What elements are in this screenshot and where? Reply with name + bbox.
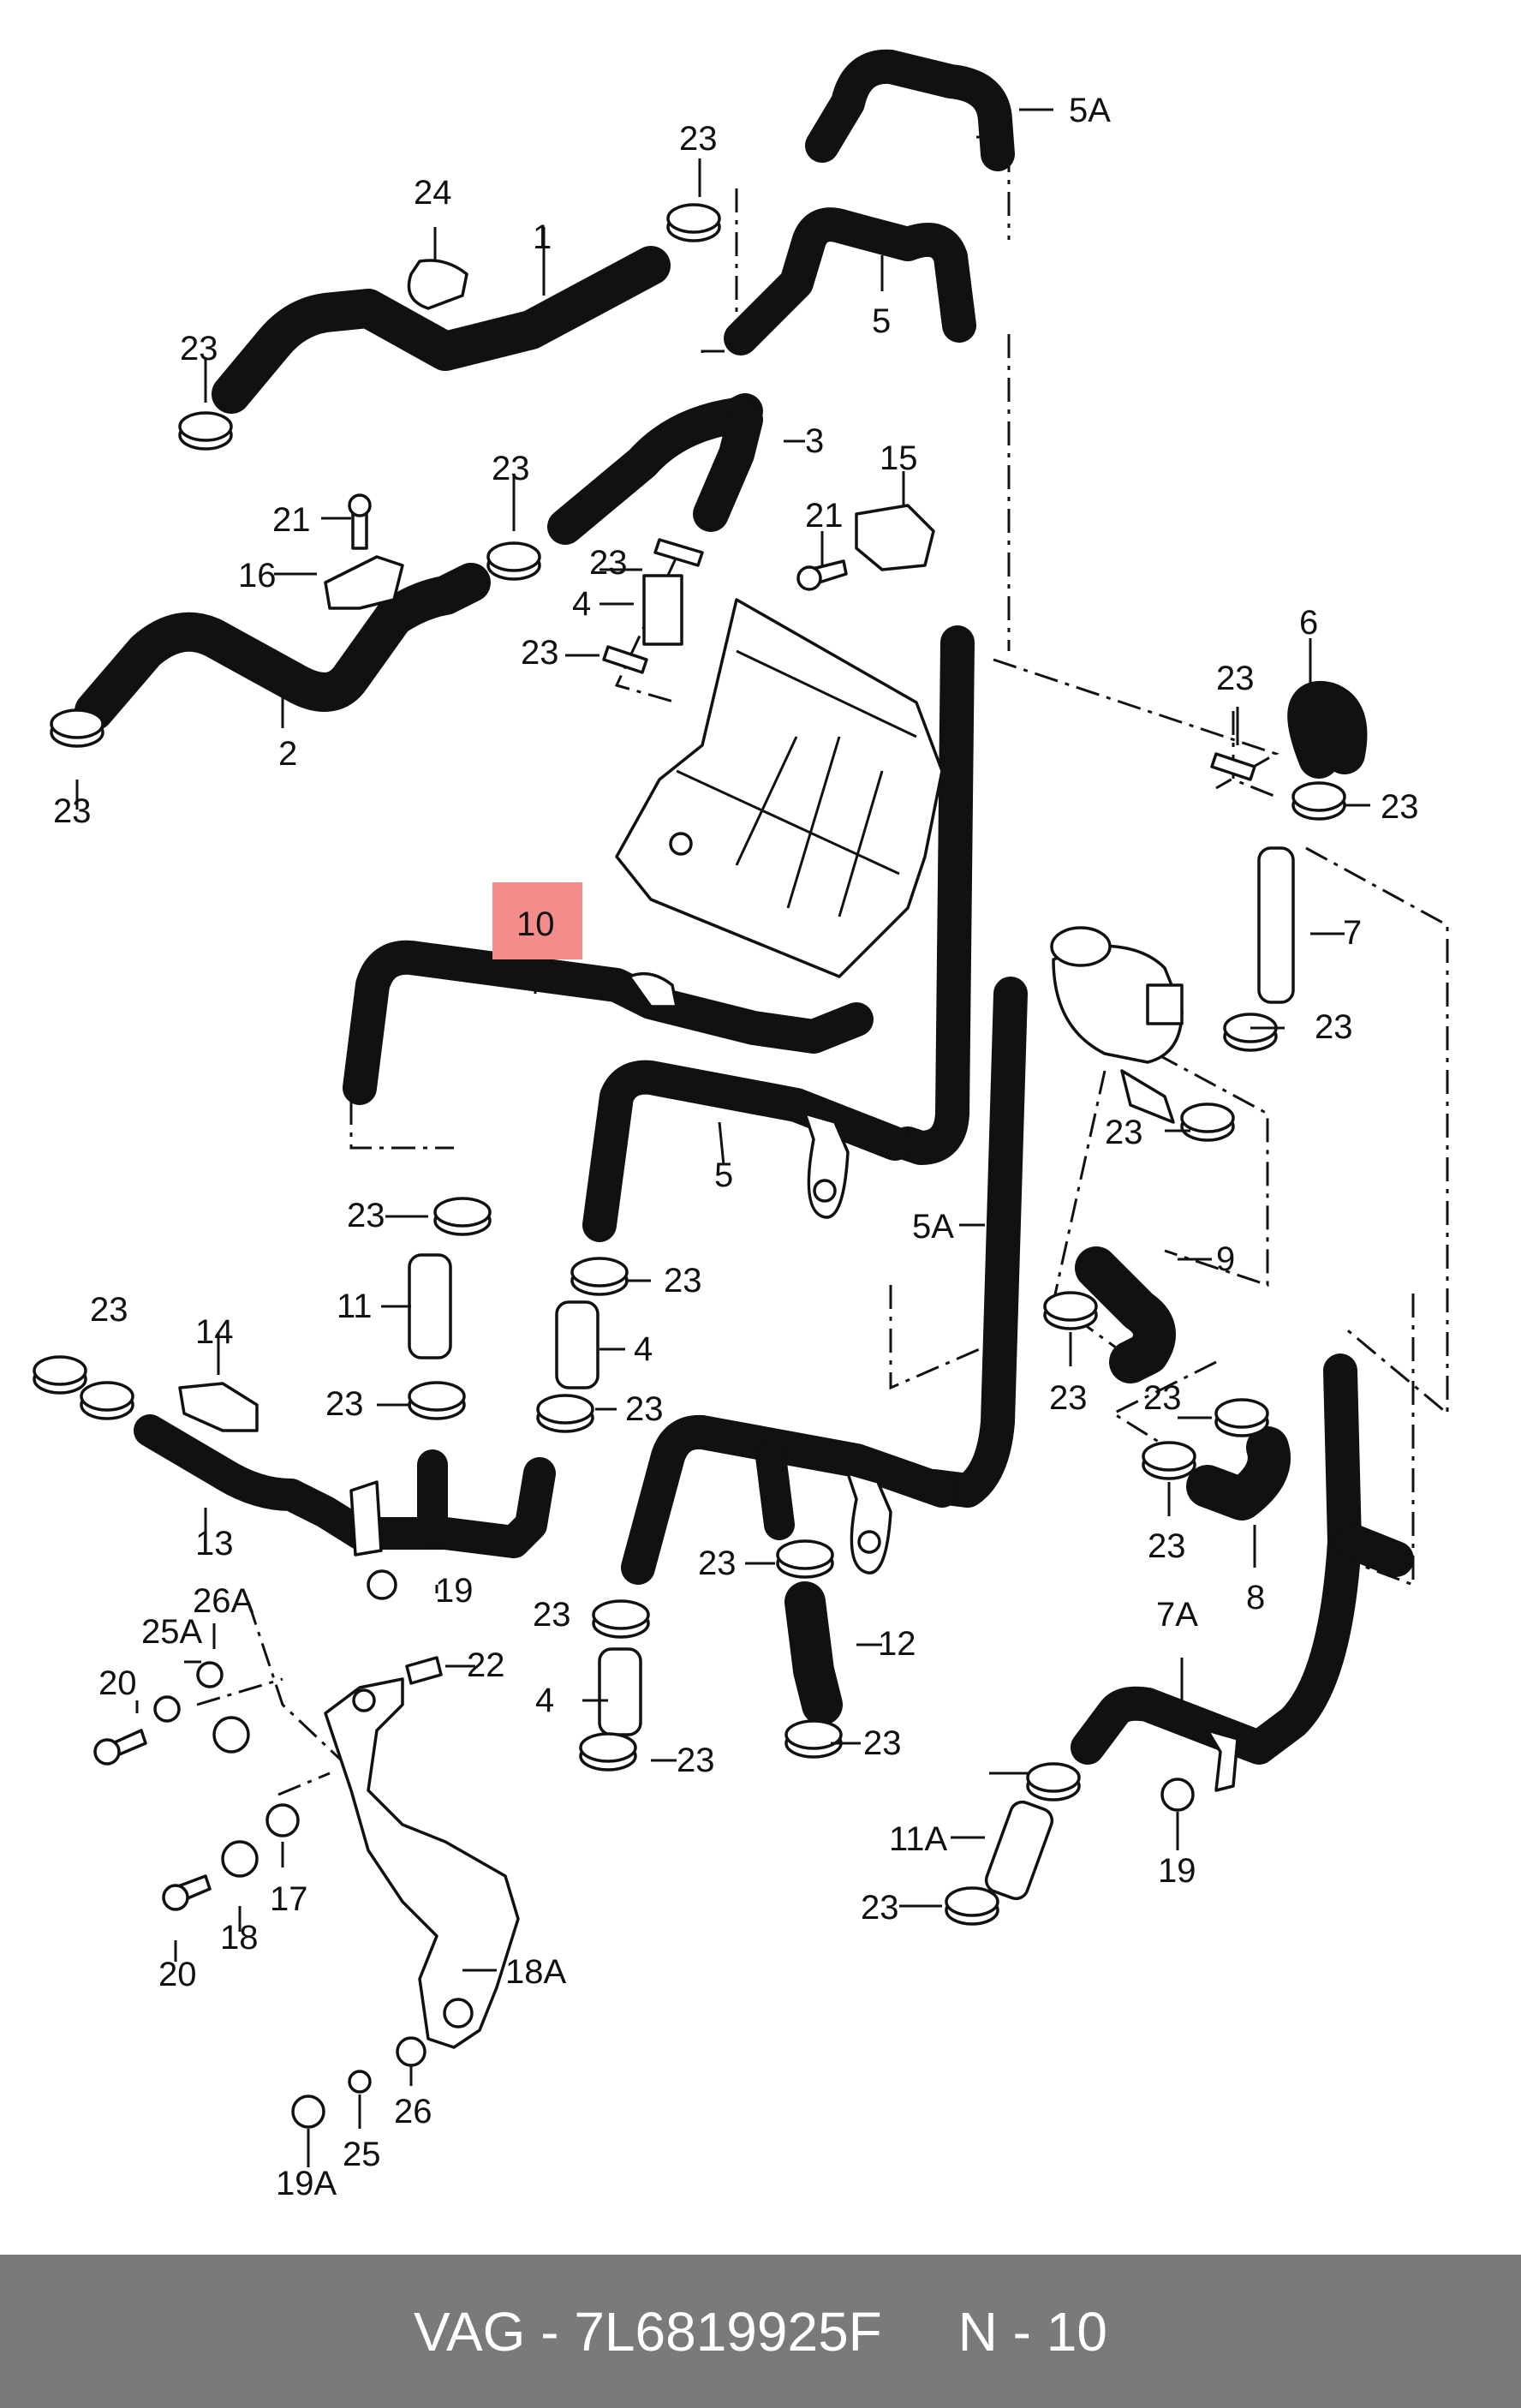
bracket-18A (324, 1677, 520, 2049)
label-23: 23 (53, 792, 92, 830)
label-18A: 18A (505, 1953, 566, 1991)
label-23: 23 (1143, 1379, 1182, 1417)
label-23: 23 (533, 1596, 571, 1634)
bracket-15 (855, 504, 935, 571)
pipe-5A-upper (805, 49, 1028, 1508)
footer-separator: - (525, 2300, 575, 2363)
label-12: 12 (878, 1625, 916, 1663)
highlight-box-part-10 (492, 882, 582, 959)
pipe-5A-lower (621, 1414, 959, 1585)
label-4: 4 (572, 585, 591, 623)
auxiliary-water-pump (1050, 926, 1184, 1124)
label-23: 23 (625, 1390, 664, 1428)
label-19A: 19A (276, 2165, 337, 2202)
hose-clamps (33, 203, 1346, 1926)
label-23: 23 (863, 1724, 902, 1762)
label-8: 8 (1246, 1579, 1265, 1616)
label-23: 23 (679, 120, 718, 158)
label-23: 23 (492, 450, 530, 487)
label-5A: 5A (1069, 92, 1111, 129)
label-19: 19 (1158, 1852, 1196, 1890)
label-23: 23 (347, 1197, 385, 1234)
label-4: 4 (634, 1330, 653, 1368)
label-3: 3 (805, 422, 824, 460)
label-23: 23 (1148, 1527, 1186, 1565)
pipe-13 (134, 1414, 556, 1558)
label-23: 23 (589, 544, 628, 582)
label-11: 11 (337, 1288, 373, 1325)
label-23: 23 (1049, 1379, 1088, 1417)
pipe-5-upper (724, 207, 976, 356)
clip-24 (407, 259, 468, 310)
label-17: 17 (270, 1880, 308, 1918)
label-26: 26 (394, 2093, 432, 2130)
label-23: 23 (521, 634, 559, 672)
pipe-5-middle (582, 1060, 912, 1242)
label-1: 1 (533, 218, 552, 256)
label-20: 20 (158, 1956, 197, 1993)
hose-1 (212, 246, 671, 414)
label-22: 22 (467, 1646, 505, 1684)
label-23: 23 (1105, 1114, 1143, 1151)
label-21: 21 (805, 497, 844, 535)
label-5A: 5A (912, 1208, 954, 1246)
label-23: 23 (1216, 660, 1255, 697)
label-18: 18 (220, 1919, 259, 1957)
label-23: 23 (677, 1742, 715, 1779)
label-9: 9 (1216, 1240, 1235, 1278)
clip-14 (178, 1382, 259, 1432)
label-23: 23 (90, 1291, 128, 1329)
label-10: 10 (516, 905, 555, 943)
footer-gap (882, 2300, 958, 2363)
bracket-16 (324, 555, 404, 610)
label-25A: 25A (141, 1613, 202, 1651)
label-23: 23 (1381, 788, 1419, 826)
footer-position: N - 10 (957, 2300, 1107, 2363)
footer-part-number: 7L6819925F (574, 2300, 882, 2363)
label-13: 13 (195, 1525, 234, 1563)
label-2: 2 (278, 735, 297, 773)
pipe-10-highlighted (343, 940, 874, 1105)
label-4: 4 (535, 1682, 554, 1719)
label-25: 25 (343, 2136, 381, 2173)
bolts-washers-nuts (93, 493, 1195, 2129)
label-14: 14 (195, 1313, 234, 1351)
label-21: 21 (272, 501, 311, 539)
hose-2 (75, 563, 491, 731)
label-23: 23 (698, 1545, 737, 1582)
part-info-footer: VAG - 7L6819925F N - 10 (0, 2255, 1521, 2408)
leader-lines (75, 108, 1370, 2167)
hose-small-dotted (408, 574, 1295, 1901)
label-7A: 7A (1156, 1596, 1198, 1634)
label-23: 23 (664, 1262, 702, 1300)
label-5: 5 (872, 302, 891, 340)
pipe-7A (1071, 1353, 1414, 1792)
footer-brand: VAG (414, 2300, 526, 2363)
label-16: 16 (238, 557, 277, 595)
label-23: 23 (861, 1889, 899, 1927)
label-5: 5 (714, 1156, 733, 1194)
label-26A: 26A (193, 1582, 254, 1620)
label-23: 23 (180, 330, 218, 367)
label-7: 7 (1343, 914, 1362, 952)
label-19: 19 (435, 1572, 474, 1610)
label-11A: 11A (889, 1820, 948, 1858)
parts-diagram: 5A 23 24 1 5 23 3 23 15 21 21 16 23 4 23… (33, 49, 1449, 2202)
hose-3 (547, 393, 763, 545)
callout-labels: 5A 23 24 1 5 23 3 23 15 21 21 16 23 4 23… (53, 92, 1419, 2202)
label-15: 15 (880, 439, 918, 477)
label-23: 23 (325, 1385, 364, 1423)
label-24: 24 (414, 174, 452, 212)
label-6: 6 (1299, 604, 1318, 642)
label-23: 23 (1315, 1008, 1353, 1046)
hose-bent (784, 680, 1368, 1725)
heater-unit (615, 598, 944, 978)
label-20: 20 (98, 1664, 137, 1702)
